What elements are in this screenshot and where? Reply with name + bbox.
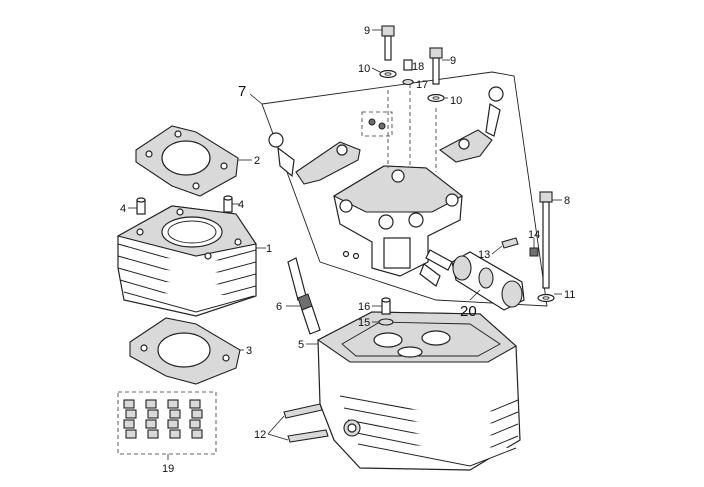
callout-8: 8	[564, 195, 570, 207]
bolt-9-right	[429, 47, 450, 85]
dowel-pin-right	[223, 195, 240, 213]
callout-2: 2	[254, 155, 260, 167]
bolt-14	[529, 238, 539, 257]
callout-5: 5	[298, 339, 304, 351]
washer-10-left	[371, 67, 397, 79]
callout-4-left: 4	[120, 203, 126, 215]
callout-14: 14	[528, 229, 540, 241]
callout-12: 12	[254, 429, 266, 441]
callout-13: 13	[478, 249, 490, 261]
rocker-cover-bolts	[361, 111, 393, 137]
camshaft-part	[425, 249, 525, 311]
assembly-lines	[387, 84, 441, 287]
washer-15	[372, 318, 394, 326]
plug-bolt-16	[372, 297, 391, 315]
stud-bolts	[267, 403, 329, 443]
washer-17	[402, 78, 414, 86]
cylinder-block-part	[116, 205, 266, 317]
callout-15: 15	[358, 317, 370, 329]
callout-4-right: 4	[238, 199, 244, 211]
callout-16: 16	[358, 301, 370, 313]
head-gasket-part	[135, 125, 252, 197]
callout-9-left: 9	[364, 25, 370, 37]
callout-17: 17	[416, 79, 428, 91]
callout-9-right: 9	[450, 55, 456, 67]
callout-6: 6	[276, 301, 282, 313]
callout-19: 19	[162, 463, 174, 475]
washer-11	[537, 293, 562, 303]
callout-1: 1	[266, 243, 272, 255]
spark-plug-part	[286, 257, 321, 335]
long-bolt-8	[539, 191, 562, 289]
cam-pin-13	[491, 237, 519, 255]
sleeve-18	[403, 59, 413, 71]
valve-keeper-kit	[117, 391, 217, 460]
callout-10-right: 10	[450, 95, 462, 107]
rocker-assembly-frame	[249, 71, 548, 307]
callout-7: 7	[238, 83, 246, 100]
cylinder-head-part	[306, 311, 521, 471]
bolt-9-left	[372, 25, 395, 61]
camshaft-holder-part	[332, 165, 464, 277]
callout-20: 20	[460, 303, 477, 320]
dowel-pin-left	[128, 197, 146, 215]
washer-10-right	[427, 93, 448, 103]
rocker-arm-left	[268, 132, 361, 185]
callout-10-left: 10	[358, 63, 370, 75]
callout-11: 11	[564, 289, 575, 301]
callout-3: 3	[246, 345, 252, 357]
callout-18: 18	[412, 61, 424, 73]
base-gasket-part	[129, 317, 244, 385]
rocker-arm-right	[438, 86, 504, 163]
callout-labels: 1 2 3 4 4 5 6 7 8 9 9 10 10 11 12 13 14 …	[120, 25, 575, 475]
